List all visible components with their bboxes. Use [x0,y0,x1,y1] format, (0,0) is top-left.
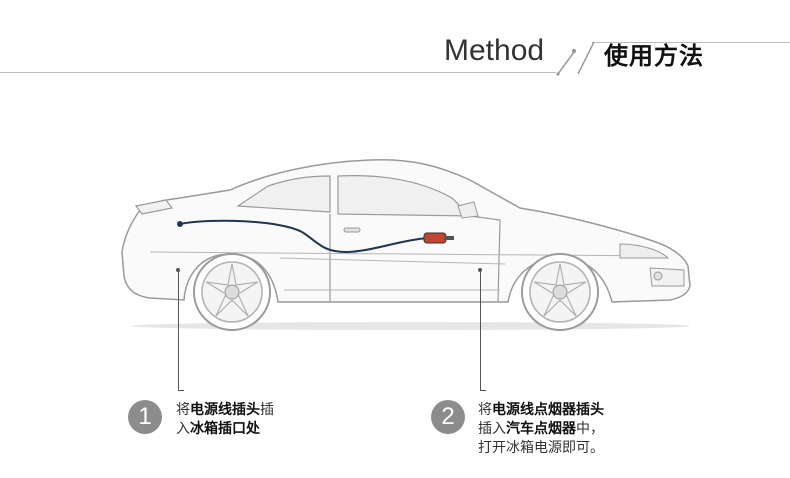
fridge-socket [177,221,183,227]
step-1-line-2: 入冰箱插口处 [176,421,260,437]
header-line-left [0,72,556,73]
callout-line-1-tick [178,390,184,391]
rear-wheel [193,253,271,331]
method-title-chinese: 使用方法 [604,42,704,70]
slash-decoration-icon [556,41,595,76]
step-1-text: 将电源线插头插 入冰箱插口处 [176,401,274,439]
callout-line-1 [178,270,179,390]
step-1-number: 1 [128,400,162,434]
car-illustration [121,158,691,331]
step-2-line-1: 将电源线点烟器插头 [478,402,604,418]
step-2-line-2: 插入汽车点烟器中， [478,421,604,437]
header-line-right [592,42,790,43]
step-1-line-1: 将电源线插头插 [176,402,274,418]
cigarette-lighter-plug [423,232,447,244]
method-title: Method [444,34,545,67]
step-2-number: 2 [431,400,465,434]
front-wheel [521,253,599,331]
callout-line-2-tick [480,390,486,391]
power-cable [179,219,429,254]
callout-line-2 [480,270,481,390]
step-2-text: 将电源线点烟器插头 插入汽车点烟器中， 打开冰箱电源即可。 [478,401,604,458]
step-2-line-3: 打开冰箱电源即可。 [478,440,604,456]
